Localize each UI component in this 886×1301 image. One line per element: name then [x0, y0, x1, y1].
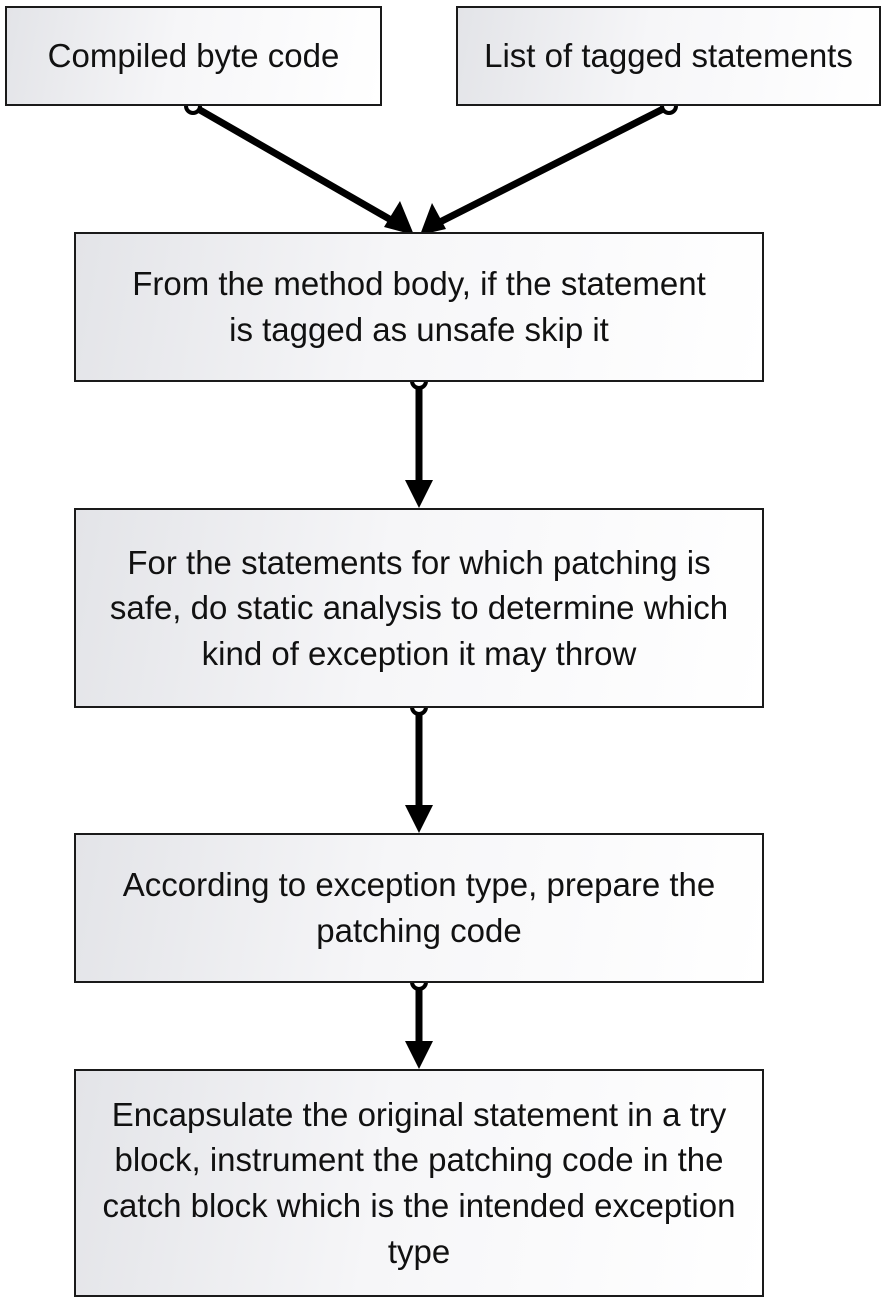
node-label: According to exception type, prepare the…	[122, 866, 716, 949]
node-label: For the statements for which patching is…	[109, 543, 729, 672]
edge-bytecode-to-skip	[184, 97, 414, 235]
node-label: Encapsulate the original statement in a …	[102, 1095, 736, 1270]
node-encapsulate-try-catch: Encapsulate the original statement in a …	[74, 1069, 764, 1297]
node-label: Compiled byte code	[47, 37, 340, 75]
edge-analysis-to-prepare	[405, 698, 433, 833]
node-static-analysis: For the statements for which patching is…	[74, 508, 764, 708]
node-compiled-byte-code: Compiled byte code	[5, 6, 382, 106]
node-label: From the method body, if the statement i…	[132, 265, 706, 348]
node-prepare-patching-code: According to exception type, prepare the…	[74, 833, 764, 983]
edge-skip-to-analysis	[405, 372, 433, 508]
node-skip-unsafe-statements: From the method body, if the statement i…	[74, 232, 764, 382]
edge-prepare-to-encapsulate	[405, 973, 433, 1069]
edge-tagged-to-skip	[420, 97, 678, 235]
node-list-of-tagged-statements: List of tagged statements	[456, 6, 881, 106]
node-label: List of tagged statements	[484, 37, 853, 75]
